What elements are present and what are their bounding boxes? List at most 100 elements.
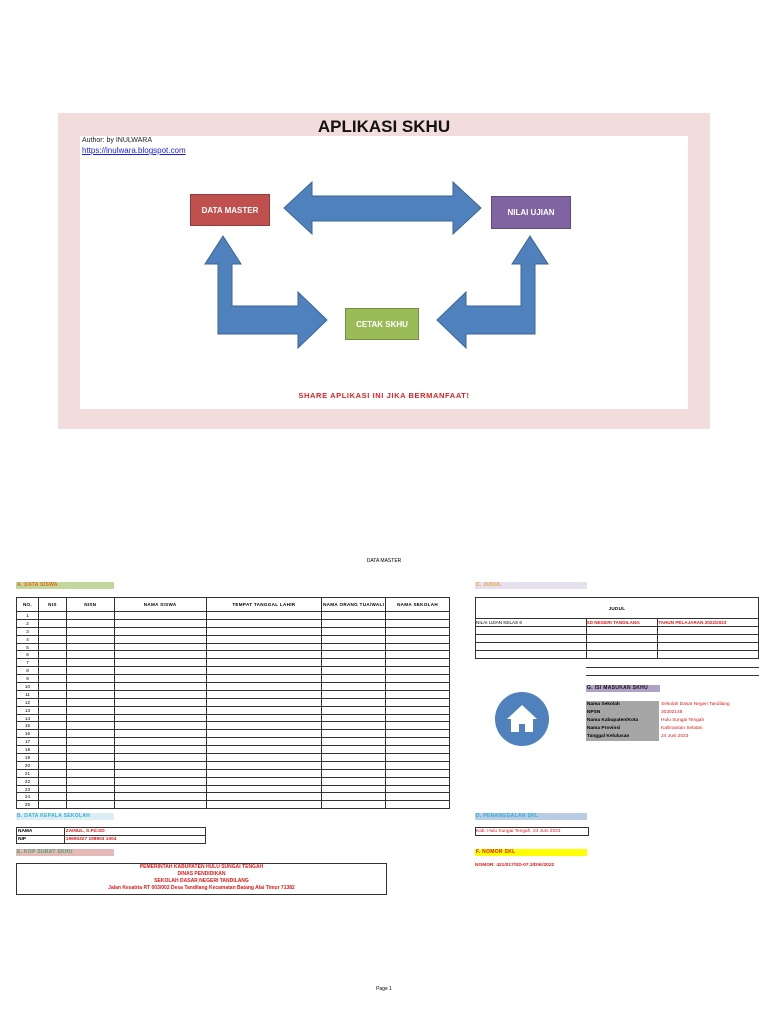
isi-value[interactable]: Hulu Sungai Tengah [661, 718, 705, 723]
table-cell[interactable] [385, 784, 450, 794]
table-cell[interactable] [321, 666, 387, 676]
judul-cell[interactable] [585, 626, 659, 635]
table-cell[interactable] [385, 658, 450, 668]
table-cell[interactable] [321, 658, 387, 668]
table-cell[interactable] [205, 650, 323, 660]
table-cell[interactable] [113, 745, 207, 755]
table-cell[interactable] [113, 784, 207, 794]
judul-cell[interactable] [585, 634, 659, 643]
table-cell[interactable] [65, 768, 115, 778]
judul-cell[interactable] [475, 634, 587, 643]
table-cell[interactable] [205, 737, 323, 747]
table-cell[interactable] [385, 634, 450, 644]
table-cell[interactable] [65, 658, 115, 668]
judul-cell[interactable] [475, 642, 587, 651]
table-cell[interactable] [205, 634, 323, 644]
judul-cell[interactable] [657, 626, 759, 635]
table-cell[interactable] [113, 666, 207, 676]
table-cell[interactable] [37, 658, 67, 668]
home-button[interactable] [495, 692, 549, 746]
table-cell[interactable] [321, 713, 387, 723]
table-cell[interactable] [113, 689, 207, 699]
table-cell[interactable] [65, 674, 115, 684]
isi-value[interactable]: Sekolah Dasar Negeri Tandilang [661, 702, 730, 707]
table-cell[interactable] [205, 760, 323, 770]
table-cell[interactable] [37, 634, 67, 644]
kop-surat-box[interactable]: PEMERINTAH KABUPATEN HULU SUNGAI TENGAH … [16, 863, 387, 895]
table-cell[interactable] [65, 634, 115, 644]
table-cell[interactable] [205, 658, 323, 668]
table-cell[interactable] [113, 800, 207, 810]
table-cell[interactable] [321, 768, 387, 778]
table-cell[interactable] [385, 689, 450, 699]
table-cell[interactable] [65, 611, 115, 620]
table-cell[interactable] [37, 674, 67, 684]
table-cell[interactable] [321, 792, 387, 802]
table-cell[interactable] [37, 618, 67, 628]
table-cell[interactable] [205, 776, 323, 786]
table-cell[interactable] [65, 713, 115, 723]
table-cell[interactable] [205, 753, 323, 762]
table-cell[interactable] [205, 666, 323, 676]
nilai-ujian-button[interactable]: NILAI UJIAN [491, 196, 571, 229]
table-cell[interactable] [385, 705, 450, 715]
judul-cell[interactable] [585, 642, 659, 651]
table-cell[interactable] [385, 776, 450, 786]
judul-cell[interactable] [657, 642, 759, 651]
table-cell[interactable] [113, 626, 207, 636]
kepsek-nip-value[interactable]: 19690327 198903 1004 [63, 835, 207, 844]
table-cell[interactable] [385, 618, 450, 628]
table-cell[interactable] [321, 721, 387, 731]
table-cell[interactable] [385, 642, 450, 652]
judul-cell[interactable] [585, 650, 659, 659]
table-cell[interactable] [385, 800, 450, 810]
table-cell[interactable] [65, 745, 115, 755]
table-cell[interactable] [205, 642, 323, 652]
kepsek-nama-value[interactable]: ZAINUL, S.Pd.SD [63, 827, 207, 836]
judul-row1-b[interactable]: SD NEGERI TANDILANG [585, 618, 659, 627]
table-cell[interactable] [65, 666, 115, 676]
table-cell[interactable] [37, 713, 67, 723]
table-cell[interactable] [321, 689, 387, 699]
table-cell[interactable] [385, 729, 450, 739]
table-cell[interactable] [385, 697, 450, 707]
table-cell[interactable] [113, 721, 207, 731]
table-cell[interactable] [37, 697, 67, 707]
table-cell[interactable] [385, 792, 450, 802]
table-cell[interactable] [205, 792, 323, 802]
isi-value[interactable]: Kalimantan Selatan [661, 726, 703, 731]
table-cell[interactable] [321, 674, 387, 684]
nomor-skl-value[interactable]: NOMOR: 421/017/SD-07.3/DIK/2022 [475, 863, 555, 868]
table-cell[interactable] [205, 800, 323, 810]
table-cell[interactable] [205, 611, 323, 620]
table-cell[interactable] [65, 729, 115, 739]
table-cell[interactable] [113, 674, 207, 684]
table-cell[interactable] [385, 745, 450, 755]
table-cell[interactable] [385, 737, 450, 747]
table-cell[interactable] [385, 626, 450, 636]
judul-row1-a[interactable]: NILAI UJIAN KELAS 6 [475, 618, 587, 627]
table-cell[interactable] [385, 674, 450, 684]
table-cell[interactable] [113, 634, 207, 644]
table-cell[interactable] [205, 626, 323, 636]
table-cell[interactable] [65, 792, 115, 802]
judul-cell[interactable] [657, 650, 759, 659]
table-cell[interactable] [113, 768, 207, 778]
table-cell[interactable] [321, 800, 387, 810]
table-cell[interactable] [205, 705, 323, 715]
table-cell[interactable] [113, 792, 207, 802]
cetak-skhu-button[interactable]: CETAK SKHU [345, 308, 419, 340]
table-cell[interactable] [321, 618, 387, 628]
judul-cell[interactable] [475, 650, 587, 659]
table-cell[interactable] [385, 611, 450, 620]
table-cell[interactable] [65, 721, 115, 731]
table-cell[interactable] [65, 697, 115, 707]
table-cell[interactable] [321, 634, 387, 644]
data-master-button[interactable]: DATA MASTER [190, 194, 270, 226]
table-cell[interactable] [65, 737, 115, 747]
table-cell[interactable] [37, 721, 67, 731]
tanggal-skl-field[interactable]: Kab. Hulu Sungai Tengah, 24 Juni 2023 [475, 827, 589, 836]
table-cell[interactable] [321, 650, 387, 660]
table-cell[interactable] [37, 745, 67, 755]
table-cell[interactable] [37, 705, 67, 715]
